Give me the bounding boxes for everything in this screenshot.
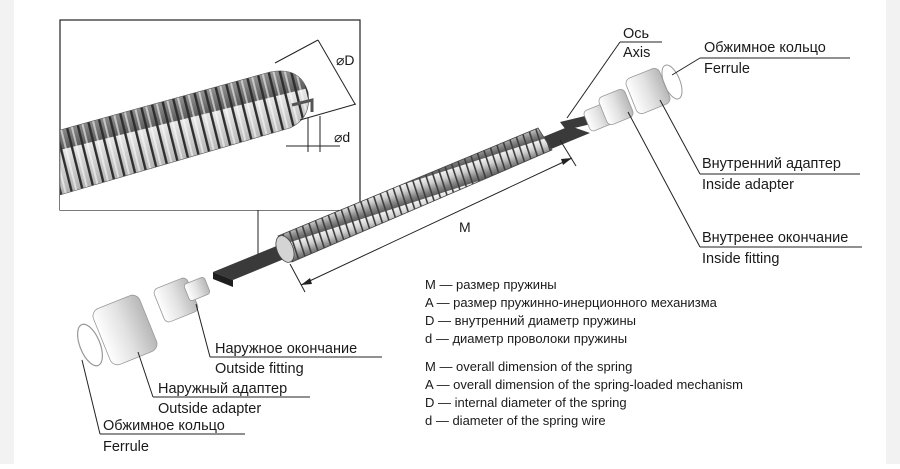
axis-label-en: Axis [623,45,650,61]
outside-adapter [92,294,158,366]
left-leaders [81,303,382,435]
inside-adapter-label-en: Inside adapter [702,177,794,193]
ferrule-right-label-en: Ferrule [704,61,750,77]
left-margin [0,0,14,464]
axis-label-ru: Ось [623,26,649,42]
legend-en-d-lower: d — diameter of the spring wire [425,413,606,428]
outside-fitting-label-en: Outside fitting [215,361,304,377]
outside-fitting-label-ru: Наружное окончание [215,341,357,357]
legend-en-a: A — overall dimension of the spring-load… [425,377,743,392]
right-margin [886,0,900,464]
spring-coil [275,127,553,263]
ferrule-right [625,64,683,114]
legend-ru-a: A — размер пружинно-инерционного механиз… [425,295,718,310]
ferrule-left-label-ru: Обжимное кольцо [103,418,225,434]
length-label: M [459,219,471,235]
inside-adapter [598,88,634,126]
outer-diameter-label: ⌀D [336,52,355,68]
ferrule-right-label-ru: Обжимное кольцо [704,40,826,56]
inside-fitting-label-en: Inside fitting [702,251,779,267]
ferrule-left-label-en: Ferrule [103,439,149,455]
wire-diameter-label: ⌀d [334,129,350,145]
right-leaders [566,41,862,248]
legend-ru-d-upper: D — внутренний диаметр пружины [425,313,636,328]
outside-adapter-label-ru: Наружный адаптер [158,381,287,397]
outside-adapter-label-en: Outside adapter [158,401,261,417]
inside-adapter-label-ru: Внутренний адаптер [702,156,841,172]
legend-en-m: M — overall dimension of the spring [425,359,632,374]
legend-ru-m: M — размер пружины [425,277,557,292]
legend-ru-d-lower: d — диаметр проволоки пружины [425,331,627,346]
ferrule-left [76,323,104,367]
length-dimension: M [289,139,577,293]
legend: M — размер пружины A — размер пружинно-и… [425,277,743,428]
legend-en-d-upper: D — internal diameter of the spring [425,395,627,410]
inside-fitting-label-ru: Внутренее окончание [702,230,848,246]
zoom-detail: ⌀D ⌀d [59,19,361,211]
outside-fitting [153,277,211,323]
